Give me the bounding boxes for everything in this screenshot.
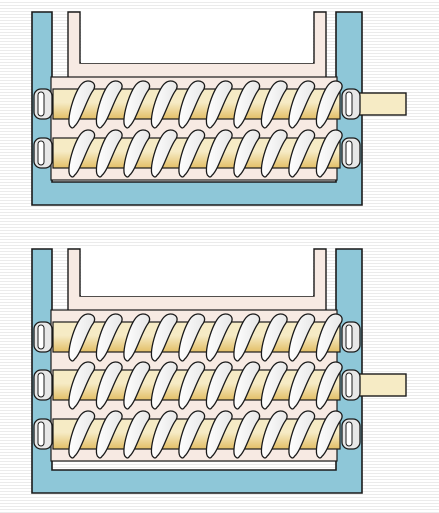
bearing — [33, 137, 53, 169]
bearing — [33, 321, 53, 353]
screw-flight — [205, 80, 233, 129]
casing — [31, 11, 363, 206]
screw-flight — [260, 313, 288, 362]
screw-flight — [150, 410, 178, 459]
twin-screw-pump — [31, 11, 407, 206]
screw-flight — [68, 361, 96, 410]
screw-flight — [315, 129, 343, 178]
bearing — [33, 369, 53, 401]
screw-flight — [288, 129, 316, 178]
bearing — [341, 137, 361, 169]
screw-rotor — [33, 80, 407, 129]
screw-flight — [205, 410, 233, 459]
screw-flight — [68, 129, 96, 178]
screw-flight — [178, 410, 206, 459]
screw-flight — [150, 313, 178, 362]
screw-flight — [123, 410, 151, 459]
screw-flight — [95, 313, 123, 362]
screw-flight — [68, 80, 96, 129]
screw-flight — [260, 410, 288, 459]
bearing — [33, 418, 53, 450]
screw-flight — [288, 410, 316, 459]
screw-flight — [95, 129, 123, 178]
chamber-opening — [81, 248, 313, 296]
bearing — [33, 88, 53, 120]
screw-rotor — [33, 129, 361, 178]
screw-flight — [150, 361, 178, 410]
screw-flight — [95, 361, 123, 410]
screw-flight — [150, 80, 178, 129]
chamber-opening — [81, 11, 313, 63]
screw-flight — [315, 410, 343, 459]
screw-flight — [178, 361, 206, 410]
screw-flight — [178, 80, 206, 129]
screw-flight — [68, 313, 96, 362]
screw-flight — [315, 80, 343, 129]
screw-flight — [95, 80, 123, 129]
screw-flight — [260, 80, 288, 129]
screw-flight — [260, 129, 288, 178]
triple-screw-pump — [31, 248, 407, 494]
screw-flight — [288, 361, 316, 410]
screw-flight — [150, 129, 178, 178]
screw-flight — [68, 410, 96, 459]
screw-flight — [205, 129, 233, 178]
screw-rotor — [33, 410, 361, 459]
screw-flight — [123, 129, 151, 178]
screw-flight — [315, 313, 343, 362]
screw-rotor — [33, 361, 407, 410]
bearing — [341, 88, 361, 120]
screw-flight — [178, 313, 206, 362]
screw-flight — [95, 410, 123, 459]
screw-flight — [233, 361, 261, 410]
bearing — [341, 418, 361, 450]
screw-flight — [233, 129, 261, 178]
screw-flight — [233, 80, 261, 129]
screw-flight — [123, 80, 151, 129]
screw-flight — [288, 80, 316, 129]
screw-flight — [205, 313, 233, 362]
screw-flight — [260, 361, 288, 410]
screw-flight — [233, 313, 261, 362]
screw-flight — [178, 129, 206, 178]
screw-flight — [205, 361, 233, 410]
screw-rotor — [33, 313, 361, 362]
screw-flight — [315, 361, 343, 410]
bearing — [341, 321, 361, 353]
screw-flight — [123, 361, 151, 410]
screw-flight — [123, 313, 151, 362]
screw-flight — [288, 313, 316, 362]
bearing — [341, 369, 361, 401]
screw-flight — [233, 410, 261, 459]
